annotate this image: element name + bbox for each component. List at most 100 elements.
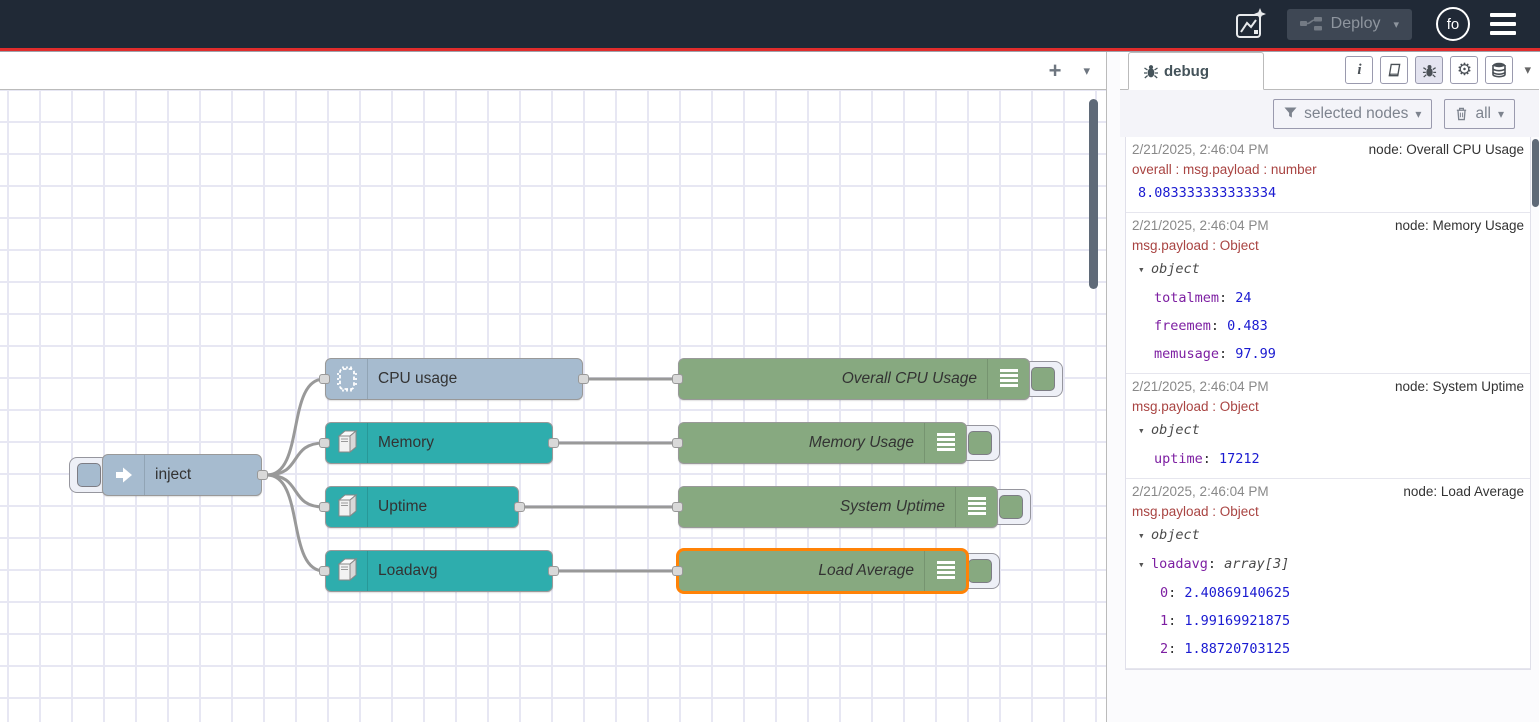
object-root[interactable]: ▾object [1130, 255, 1526, 284]
debug-clear-button[interactable]: all ▾ [1444, 99, 1515, 129]
node-debug-load-average[interactable]: Load Average [678, 550, 967, 592]
sidebar-tabs-caret-icon[interactable]: ▾ [1524, 62, 1531, 78]
input-port[interactable] [319, 566, 330, 576]
server-tower-icon [326, 551, 368, 591]
node-cpu-usage[interactable]: CPU usage [325, 358, 583, 400]
node-debug-overall-cpu-usage[interactable]: Overall CPU Usage [678, 358, 1030, 400]
output-port[interactable] [514, 502, 525, 512]
message-source: node: System Uptime [1395, 377, 1524, 397]
debug-message-list[interactable]: 2/21/2025, 2:46:04 PM node: Overall CPU … [1120, 137, 1539, 722]
node-uptime[interactable]: Uptime [325, 486, 519, 528]
deploy-label: Deploy [1331, 15, 1381, 33]
node-label: Load Average [679, 551, 924, 591]
message-source: node: Overall CPU Usage [1369, 140, 1524, 160]
array-entry: 1: 1.99169921875 [1130, 607, 1526, 635]
message-value: 8.083333333333334 [1138, 185, 1276, 201]
context-data-button[interactable] [1485, 56, 1513, 84]
node-debug-memory-usage[interactable]: Memory Usage [678, 422, 967, 464]
trash-icon [1455, 107, 1468, 121]
sidebar-title: debug [1164, 63, 1209, 80]
node-memory[interactable]: Memory [325, 422, 553, 464]
object-entry: totalmem: 24 [1130, 284, 1526, 312]
input-port[interactable] [672, 502, 683, 512]
hamburger-menu-icon[interactable] [1488, 12, 1518, 36]
node-label: System Uptime [679, 487, 955, 527]
flow-sparkle-icon[interactable] [1231, 5, 1269, 43]
object-entry: freemem: 0.483 [1130, 312, 1526, 340]
input-port[interactable] [319, 374, 330, 384]
array-root[interactable]: ▾loadavg: array[3] [1130, 550, 1526, 579]
info-tab-button[interactable]: i [1345, 56, 1373, 84]
collapse-caret-icon[interactable]: ▾ [1138, 551, 1151, 579]
add-flow-button[interactable]: + [1049, 60, 1062, 82]
book-icon [1387, 63, 1402, 78]
app-header: Deploy ▾ fo [0, 0, 1540, 48]
deploy-button[interactable]: Deploy ▾ [1287, 9, 1412, 40]
message-property: overall : msg.payload : number [1130, 160, 1526, 179]
output-port[interactable] [578, 374, 589, 384]
node-label: Memory [368, 423, 552, 463]
inject-arrow-icon [103, 455, 145, 495]
debug-message[interactable]: 2/21/2025, 2:46:04 PM node: Overall CPU … [1126, 137, 1530, 213]
node-label: CPU usage [368, 359, 582, 399]
sidebar-vertical-scrollbar[interactable] [1532, 139, 1539, 207]
help-book-button[interactable] [1380, 56, 1408, 84]
node-label: Loadavg [368, 551, 552, 591]
debug-sidebar: debug i ⚙ [1120, 52, 1539, 722]
node-label: Overall CPU Usage [679, 359, 987, 399]
config-nodes-button[interactable]: ⚙ [1450, 56, 1478, 84]
output-port[interactable] [548, 438, 559, 448]
node-label: inject [145, 455, 261, 495]
collapse-caret-icon[interactable]: ▾ [1138, 522, 1151, 550]
input-port[interactable] [672, 374, 683, 384]
node-debug-system-uptime[interactable]: System Uptime [678, 486, 998, 528]
message-property: msg.payload : Object [1130, 502, 1526, 521]
cpu-chip-icon [326, 359, 368, 399]
input-port[interactable] [319, 502, 330, 512]
deploy-caret-icon[interactable]: ▾ [1393, 18, 1399, 31]
input-port[interactable] [672, 438, 683, 448]
bug-icon [1422, 63, 1437, 78]
debug-message[interactable]: 2/21/2025, 2:46:04 PM node: Load Average… [1126, 479, 1530, 669]
collapse-caret-icon[interactable]: ▾ [1138, 256, 1151, 284]
sidebar-tab-bar: debug i ⚙ [1120, 52, 1539, 90]
node-loadavg[interactable]: Loadavg [325, 550, 553, 592]
input-port[interactable] [672, 566, 683, 576]
debug-list-icon [987, 359, 1029, 399]
debug-tab-button[interactable] [1415, 56, 1443, 84]
object-entry: memusage: 97.99 [1130, 340, 1526, 368]
wires [0, 90, 1106, 722]
server-tower-icon [326, 487, 368, 527]
user-avatar[interactable]: fo [1436, 7, 1470, 41]
message-property: msg.payload : Object [1130, 236, 1526, 255]
flow-list-caret-icon[interactable]: ▾ [1083, 63, 1090, 79]
output-port[interactable] [548, 566, 559, 576]
debug-filter-button[interactable]: selected nodes ▾ [1273, 99, 1432, 129]
node-inject[interactable]: inject [102, 454, 262, 496]
output-port[interactable] [257, 470, 268, 480]
debug-message[interactable]: 2/21/2025, 2:46:04 PM node: System Uptim… [1126, 374, 1530, 479]
debug-message[interactable]: 2/21/2025, 2:46:04 PM node: Memory Usage… [1126, 213, 1530, 374]
input-port[interactable] [319, 438, 330, 448]
sidebar-splitter[interactable] [1107, 52, 1120, 722]
deploy-nodes-icon [1300, 16, 1322, 32]
message-timestamp: 2/21/2025, 2:46:04 PM [1132, 140, 1269, 160]
workspace-area: + ▾ [0, 52, 1107, 722]
debug-list-icon [924, 551, 966, 591]
collapse-caret-icon[interactable]: ▾ [1138, 417, 1151, 445]
object-root[interactable]: ▾object [1130, 416, 1526, 445]
node-label: Memory Usage [679, 423, 924, 463]
filter-funnel-icon [1284, 107, 1297, 120]
object-entry: uptime: 17212 [1130, 445, 1526, 473]
node-label: Uptime [368, 487, 518, 527]
tab-debug[interactable]: debug [1128, 52, 1264, 90]
canvas-vertical-scrollbar[interactable] [1089, 99, 1098, 289]
object-root[interactable]: ▾object [1130, 521, 1526, 550]
server-tower-icon [326, 423, 368, 463]
message-source: node: Load Average [1403, 482, 1524, 502]
debug-list-icon [955, 487, 997, 527]
flow-canvas[interactable]: inject CPU usage [0, 90, 1106, 722]
gear-icon: ⚙ [1457, 60, 1472, 80]
debug-toolbar: selected nodes ▾ all ▾ [1120, 90, 1539, 137]
message-property: msg.payload : Object [1130, 397, 1526, 416]
